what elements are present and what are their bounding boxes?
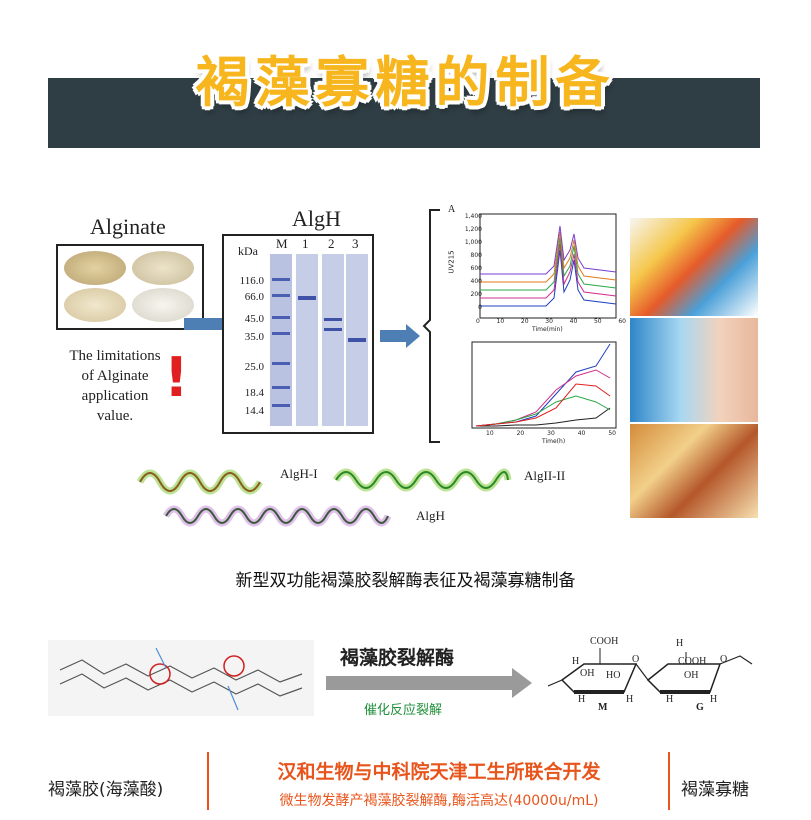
footer-divider-right — [668, 752, 670, 810]
chem-oh-1: OH — [580, 668, 595, 679]
reaction-arrow-head — [512, 668, 532, 698]
page-title: 褐藻寡糖的制备 — [195, 51, 616, 114]
chem-ho-1: HO — [606, 670, 621, 681]
chem-unit-g: G — [696, 702, 704, 713]
gel-lane-bg-M — [270, 254, 292, 426]
chrom-x-ticks: 0 10 20 30 40 50 60 — [476, 318, 626, 325]
kinetics-lines — [475, 343, 611, 427]
kinetics-chart — [471, 341, 617, 429]
kin-x-ticks: 10 20 30 40 50 — [486, 430, 616, 437]
gel-band — [324, 328, 342, 331]
panel-a-label: A — [448, 204, 456, 215]
protein-structure-3 — [162, 505, 392, 527]
chrom-y-ticks: 1,400 1,200 1,000 800 600 400 200 0 — [464, 213, 482, 311]
alginate-powder-2 — [132, 251, 194, 285]
gel-title: AlgH — [292, 206, 341, 231]
chem-h-6: H — [710, 694, 718, 705]
gel-band — [348, 338, 366, 342]
protein-label-3: AlgH — [416, 508, 445, 523]
alginate-powder-4 — [132, 288, 194, 322]
arrow-to-gel — [184, 318, 222, 330]
protein-label-1: AlgH-I — [280, 466, 318, 481]
chem-o-1: O — [632, 654, 640, 665]
gel-lane-M: M — [276, 236, 288, 251]
gel-band — [272, 362, 290, 365]
chem-h-1: H — [572, 656, 580, 667]
gel-band — [272, 332, 290, 335]
footer-source: 褐藻胶(海藻酸) — [48, 780, 164, 800]
gel-band — [272, 278, 290, 281]
limitation-text: The limitations of Alginate application … — [69, 348, 161, 424]
gel-band — [324, 318, 342, 321]
chem-h-5: H — [666, 694, 674, 705]
alginate-chain-drawing — [59, 647, 303, 711]
protein-structure-1 — [136, 469, 264, 495]
oligosaccharide-structure — [547, 648, 753, 694]
photo-food — [630, 424, 758, 518]
chromatogram-chart — [479, 213, 617, 319]
photo-pills — [630, 218, 758, 316]
arrow-to-charts — [380, 330, 408, 342]
warning-exclaim: ! — [164, 346, 189, 409]
gel-band — [272, 386, 290, 389]
chrom-peak-group — [480, 225, 617, 307]
bracket — [422, 209, 440, 443]
chem-h-3: H — [578, 694, 586, 705]
gel-lane-1: 1 — [302, 236, 309, 251]
alginate-structure-image — [48, 640, 314, 716]
chem-cooh-2: COOH — [678, 656, 707, 667]
figure-caption: 新型双功能褐藻胶裂解酶表征及褐藻寡糖制备 — [235, 571, 576, 591]
gel-band — [272, 316, 290, 319]
chem-oh-2: OH — [684, 670, 699, 681]
gel-marker-labels: 116.0 66.0 45.0 35.0 25.0 18.4 14.4 — [239, 275, 264, 417]
photo-cosmetics — [630, 318, 758, 422]
footer-divider-left — [207, 752, 209, 810]
chem-cooh-1: COOH — [590, 636, 619, 647]
chem-unit-m: M — [598, 702, 608, 713]
research-figure: Alginate The limitations of Alginate app… — [46, 196, 762, 538]
footer-developer: 汉和生物与中科院天津工生所联合开发 — [277, 761, 601, 783]
gel-lane-bg-1 — [296, 254, 318, 426]
gel-lane-bg-2 — [322, 254, 344, 426]
catalysis-label: 催化反应裂解 — [364, 703, 443, 718]
gel-band — [272, 404, 290, 407]
chrom-x-label: Time(min) — [532, 326, 563, 333]
chem-h-2: H — [676, 638, 684, 649]
gel-band — [272, 294, 290, 297]
reaction-arrow-body — [326, 676, 514, 690]
enzyme-label: 褐藻胶裂解酶 — [340, 647, 455, 669]
chem-o-2: O — [720, 654, 728, 665]
alginate-powder-3 — [64, 288, 126, 322]
arrow-head — [406, 324, 420, 348]
footer-enzyme-activity: 微生物发酵产褐藻胶裂解酶,酶活高达(40000u/mL) — [279, 793, 599, 809]
alginate-powder-1 — [64, 251, 126, 285]
protein-label-2: AlgII-II — [524, 468, 566, 483]
gel-lane-3: 3 — [352, 236, 359, 251]
alginate-photo-box — [56, 244, 204, 330]
gel-lane-2: 2 — [328, 236, 335, 251]
gel-unit: kDa — [238, 244, 258, 258]
kin-x-label: Time(h) — [542, 438, 566, 445]
gel-band — [298, 296, 316, 300]
alginate-label: Alginate — [90, 214, 166, 239]
chem-h-4: H — [626, 694, 634, 705]
gel-image: M 1 2 3 kDa 116.0 66.0 45.0 35.0 25.0 18… — [222, 234, 374, 434]
title-banner — [48, 78, 760, 148]
footer-product: 褐藻寡糖 — [681, 780, 749, 800]
protein-structure-2 — [333, 468, 512, 492]
